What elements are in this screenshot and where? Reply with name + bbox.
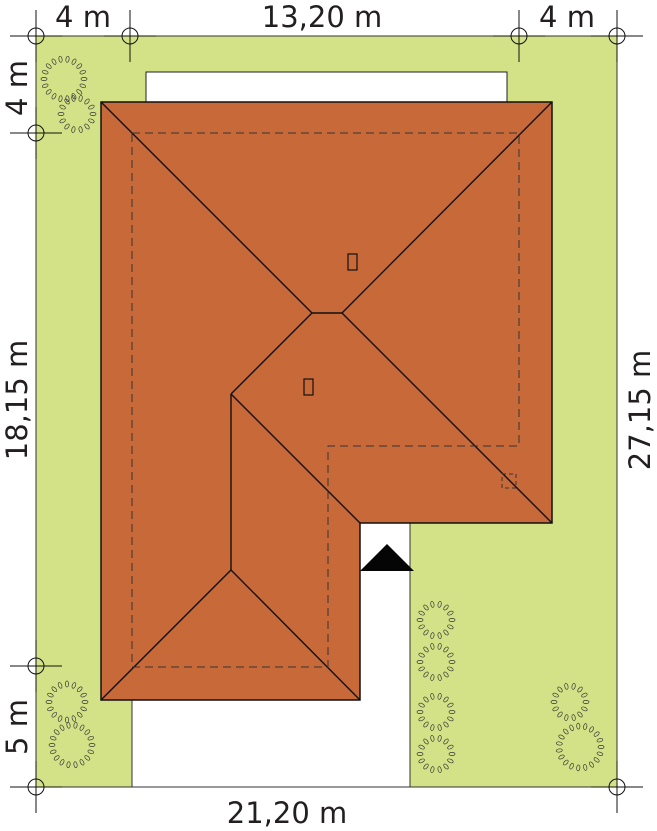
- tree-icon: [550, 683, 590, 721]
- dim-bottom: 21,20 m: [227, 796, 348, 830]
- dim-left-middle: 18,15 m: [0, 340, 34, 461]
- tree-icon: [57, 95, 97, 133]
- dim-top-middle: 13,20 m: [262, 0, 383, 34]
- wall-outline-dashed: [131, 132, 520, 668]
- tree-icon: [48, 721, 96, 769]
- survey-marker-icon: [591, 761, 643, 813]
- survey-marker-icon: [10, 761, 62, 813]
- roof-ridges: [100, 101, 553, 701]
- tree-icon: [45, 680, 89, 724]
- chimney-icon: [303, 378, 314, 396]
- tree-icon: [416, 601, 456, 639]
- dim-right: 27,15 m: [623, 350, 657, 471]
- tree-icon: [555, 722, 605, 772]
- survey-marker-icon: [591, 10, 643, 62]
- trees: [40, 55, 605, 773]
- tree-icon: [416, 735, 456, 773]
- survey-marker-icon: [104, 10, 156, 62]
- chimney-icon: [347, 253, 358, 271]
- survey-marker-icon: [10, 10, 62, 62]
- survey-marker-icon: [493, 10, 545, 62]
- tree-icon: [416, 643, 456, 681]
- vent-icon: [501, 473, 517, 489]
- dim-left-top: 4 m: [0, 60, 34, 116]
- dim-top-left: 4 m: [55, 0, 111, 34]
- entrance-arrow-icon: [360, 544, 414, 571]
- dim-left-bottom: 5 m: [0, 699, 34, 755]
- survey-marker-icon: [10, 640, 62, 692]
- dim-top-right: 4 m: [539, 0, 595, 34]
- survey-marker-icon: [10, 107, 62, 159]
- paved-area-top: [145, 71, 508, 105]
- tree-icon: [416, 693, 456, 731]
- survey-markers: [10, 10, 643, 813]
